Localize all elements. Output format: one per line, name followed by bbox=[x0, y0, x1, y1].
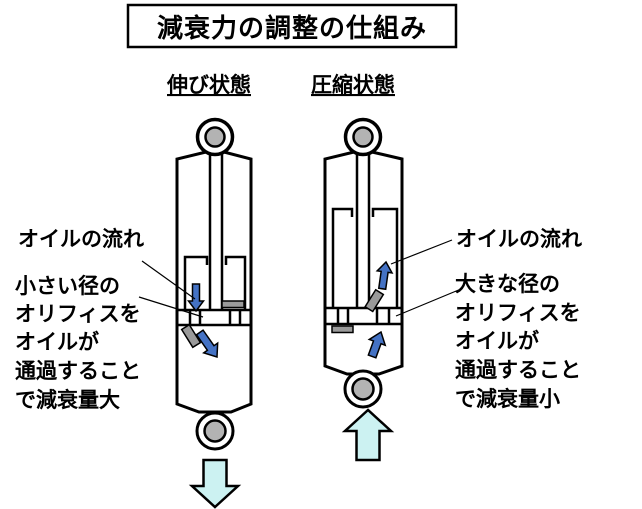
right-oil-flow-small-up-arrow-icon bbox=[375, 260, 394, 291]
right-note-line: 大きな径の bbox=[455, 272, 560, 296]
right-oil-flow-large-up-arrow-icon bbox=[367, 330, 387, 359]
right-note-line: で減衰量小 bbox=[455, 387, 560, 411]
right-open-shim bbox=[364, 288, 385, 313]
right-top-eye-mount bbox=[343, 117, 383, 157]
left-motion-down-arrow-icon bbox=[188, 458, 242, 509]
leader-line-left-oil-flow bbox=[141, 260, 196, 300]
right-note-line: 通過すること bbox=[455, 358, 581, 382]
leader-line-right-orifice bbox=[395, 288, 462, 317]
title-box: 減衰力の調整の仕組み bbox=[126, 3, 458, 49]
left-bottom-eye-mount bbox=[195, 411, 235, 451]
right-top-eye-bushing bbox=[352, 126, 374, 148]
left-oil-flow-label: オイルの流れ bbox=[18, 227, 144, 251]
right-closed-shim bbox=[331, 325, 354, 334]
right-bottom-eye-mount bbox=[343, 369, 383, 409]
leader-line-left-orifice bbox=[138, 296, 204, 318]
left-inner-tube-right-wall bbox=[224, 255, 247, 310]
left-shock bbox=[175, 117, 253, 509]
left-note-line: 小さい径の bbox=[15, 274, 120, 298]
leader-line-right-oil-flow bbox=[390, 239, 453, 265]
right-inner-tube-left-wall bbox=[331, 207, 354, 308]
page-title: 減衰力の調整の仕組み bbox=[157, 13, 427, 43]
right-note-line: オイルが bbox=[455, 329, 539, 353]
left-bottom-eye-bushing bbox=[203, 419, 227, 443]
left-closed-shim bbox=[221, 300, 245, 309]
left-inner-tube-left-wall bbox=[183, 255, 209, 310]
right-motion-up-arrow-icon bbox=[341, 408, 395, 462]
right-shock-heading: 圧縮状態 bbox=[311, 73, 395, 97]
left-annotations: オイルの流れ 小さい径の オリフィスを オイルが 通過すること で減衰量大 bbox=[15, 227, 144, 412]
left-top-eye-mount bbox=[195, 117, 235, 157]
right-piston-rod bbox=[357, 150, 369, 308]
left-piston-rod bbox=[210, 150, 222, 310]
right-oil-flow-label: オイルの流れ bbox=[456, 227, 582, 251]
left-open-shim bbox=[180, 323, 202, 349]
left-top-eye-bushing bbox=[204, 126, 226, 148]
right-piston-orifice-block bbox=[325, 306, 402, 326]
right-bottom-eye-bushing bbox=[351, 377, 375, 401]
left-oil-flow-small-down-arrow-icon bbox=[187, 283, 205, 313]
left-shock-heading: 伸び状態 bbox=[166, 73, 251, 97]
left-note-line: オイルが bbox=[15, 330, 99, 354]
left-oil-flow-large-down-arrow-icon bbox=[195, 329, 219, 359]
right-note-line: オリフィスを bbox=[455, 302, 581, 325]
title-border bbox=[126, 3, 458, 49]
right-inner-tube-right-wall bbox=[371, 207, 399, 308]
right-shock bbox=[323, 117, 404, 462]
left-note-line: で減衰量大 bbox=[15, 388, 120, 412]
left-note-line: オリフィスを bbox=[15, 303, 141, 326]
right-annotations: オイルの流れ 大きな径の オリフィスを オイルが 通過すること で減衰量小 bbox=[455, 227, 582, 411]
left-note-line: 通過すること bbox=[15, 359, 141, 383]
